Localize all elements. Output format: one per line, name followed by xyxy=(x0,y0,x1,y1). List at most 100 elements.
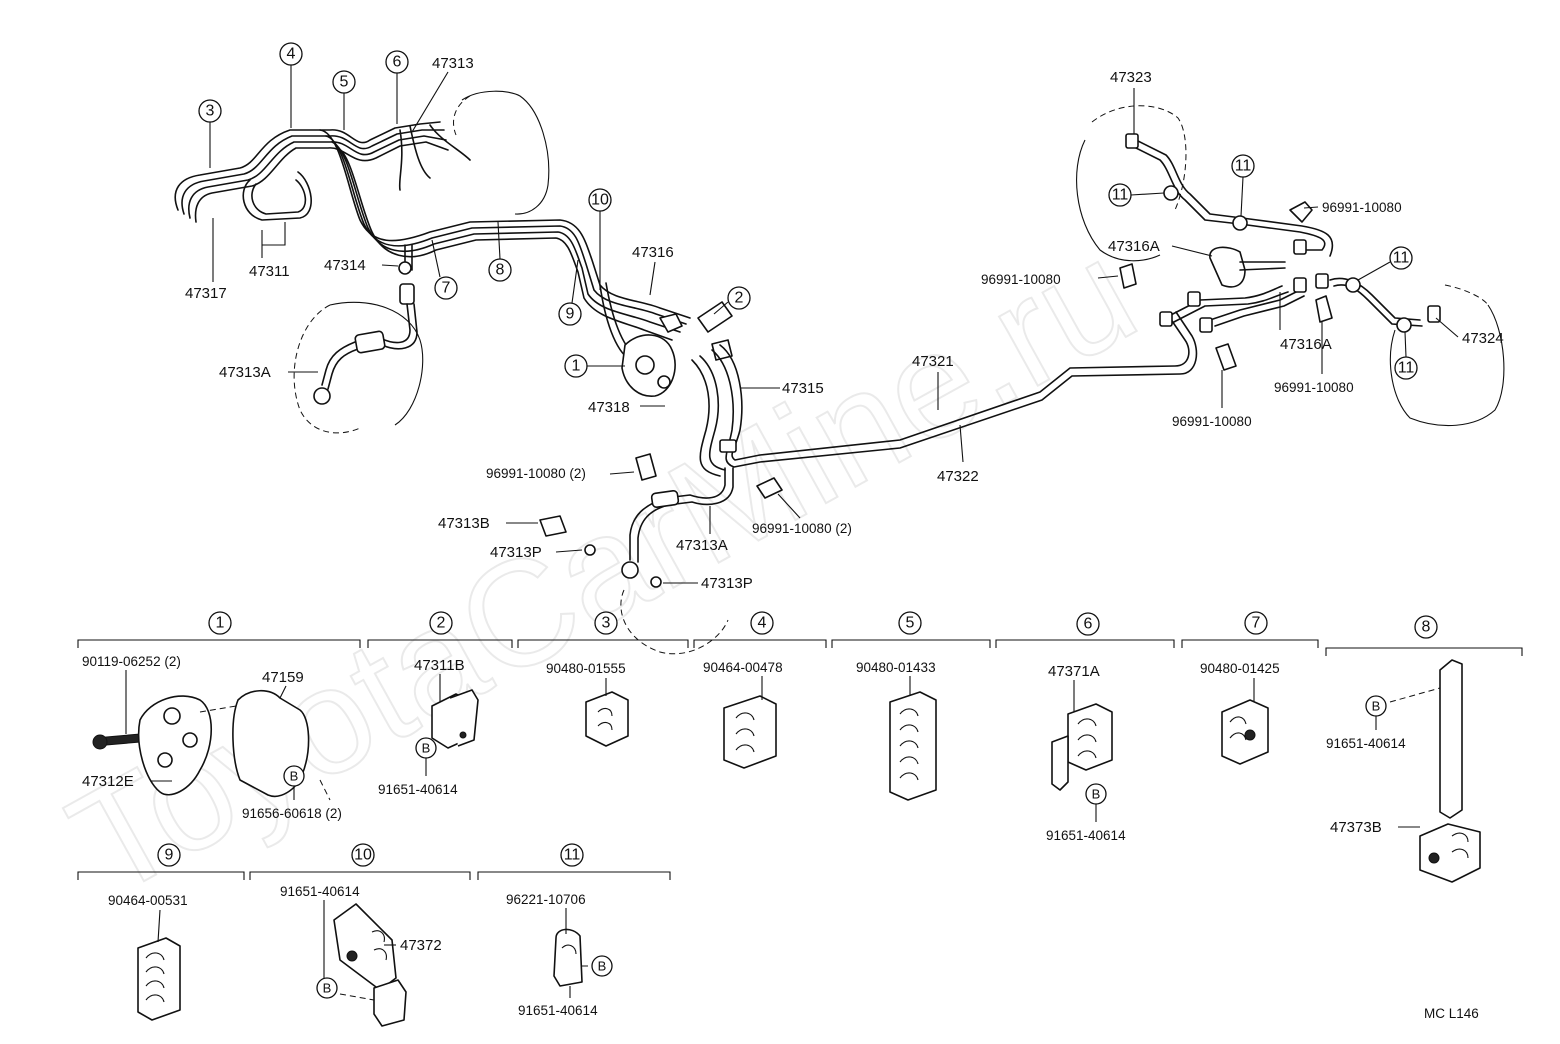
misc-fittings xyxy=(398,261,662,588)
callout-1: 1 xyxy=(564,354,625,378)
callout-11-c: 11 xyxy=(1357,246,1413,281)
svg-text:5: 5 xyxy=(906,615,915,632)
label-47323: 47323 xyxy=(1110,69,1152,86)
detail-6-clamp: 47371A B 91651-40614 xyxy=(1046,663,1126,843)
d6-bolt-marker: B xyxy=(1085,783,1107,805)
label-d5-clamp: 90480-01433 xyxy=(856,660,936,675)
label-47313A-center: 47313A xyxy=(676,537,728,554)
svg-text:B: B xyxy=(323,981,332,996)
svg-text:1: 1 xyxy=(572,358,581,375)
main-callouts: 3 4 5 6 7 8 9 10 2 1 11 11 11 11 xyxy=(198,42,1418,380)
label-clip-mid-right: 96991-10080 xyxy=(1274,380,1354,395)
detail-header-7: 7 xyxy=(1181,611,1319,648)
detail-4-clamp: 90464-00478 xyxy=(703,660,783,769)
center-valve-area xyxy=(599,282,1198,477)
label-47322: 47322 xyxy=(937,468,979,485)
label-d2-b: 91651-40614 xyxy=(378,782,458,797)
svg-text:8: 8 xyxy=(496,262,505,279)
svg-text:B: B xyxy=(290,769,299,784)
detail-9-clamp: 90464-00531 xyxy=(108,893,188,1021)
label-d7-clamp: 90480-01425 xyxy=(1200,661,1280,676)
left-flex-hose xyxy=(313,283,418,405)
callout-8: 8 xyxy=(488,221,512,282)
wheel-outlines xyxy=(293,90,1505,655)
svg-text:7: 7 xyxy=(1252,615,1261,632)
svg-text:B: B xyxy=(1372,699,1381,714)
label-47316A-upper: 47316A xyxy=(1108,238,1160,255)
label-47318: 47318 xyxy=(588,399,630,416)
label-d10-clamp: 47372 xyxy=(400,937,442,954)
detail-header-4: 4 xyxy=(693,611,827,648)
main-part-labels: 47313 47317 47311 47314 47313A 47316 473… xyxy=(185,55,1504,592)
detail-11-clamp: B 96221-10706 91651-40614 xyxy=(506,892,613,1018)
svg-text:4: 4 xyxy=(758,615,767,632)
svg-text:1: 1 xyxy=(216,615,225,632)
label-47316A-lower: 47316A xyxy=(1280,336,1332,353)
label-47321: 47321 xyxy=(912,353,954,370)
detail-header-2: 2 xyxy=(367,611,513,648)
label-d2-clamp: 47311B xyxy=(414,657,465,674)
svg-text:9: 9 xyxy=(165,847,174,864)
detail-header-1: 1 xyxy=(77,611,361,648)
svg-text:11: 11 xyxy=(1235,158,1252,175)
label-d4-clamp: 90464-00478 xyxy=(703,660,783,675)
svg-text:11: 11 xyxy=(1393,250,1410,267)
svg-text:8: 8 xyxy=(1422,619,1431,636)
svg-text:B: B xyxy=(1092,787,1101,802)
label-47317: 47317 xyxy=(185,285,227,302)
svg-text:2: 2 xyxy=(437,615,446,632)
callout-7: 7 xyxy=(431,239,458,300)
label-d1-b: 91656-60618 (2) xyxy=(242,806,342,821)
callout-11-b: 11 xyxy=(1231,154,1255,217)
rear-tube-area xyxy=(635,133,1441,499)
label-47313P-right: 47313P xyxy=(701,575,753,592)
detail-header-9: 9 xyxy=(77,843,245,880)
label-47324: 47324 xyxy=(1462,330,1504,347)
label-d11-b: 91651-40614 xyxy=(518,1003,598,1018)
label-d11-clamp: 96221-10706 xyxy=(506,892,586,907)
center-flex-hose xyxy=(621,467,734,579)
svg-text:9: 9 xyxy=(566,306,575,323)
label-clip-top-right: 96991-10080 xyxy=(1322,200,1402,215)
detail-headers: 1 2 3 4 5 6 7 8 xyxy=(77,611,1523,880)
detail-1-valve-assembly: 90119-06252 (2) 47159 47312E B 91656-606… xyxy=(82,654,342,821)
callout-11-d: 11 xyxy=(1394,331,1418,380)
svg-text:5: 5 xyxy=(340,74,349,91)
label-47313: 47313 xyxy=(432,55,474,72)
label-clip-2-right: 96991-10080 (2) xyxy=(752,521,852,536)
detail-5-clamp: 90480-01433 xyxy=(856,660,937,801)
detail-2-clamp: 47311B B 91651-40614 xyxy=(378,657,479,797)
callout-6: 6 xyxy=(385,50,409,124)
callout-2: 2 xyxy=(713,286,751,315)
label-47313P-left: 47313P xyxy=(490,544,542,561)
diagram-footer-code: MC L146 xyxy=(1424,1006,1479,1021)
svg-text:3: 3 xyxy=(206,103,215,120)
detail-header-6: 6 xyxy=(995,612,1175,648)
label-d1-bracket: 47159 xyxy=(262,669,304,686)
d11-bolt-marker: B xyxy=(591,955,613,977)
svg-text:10: 10 xyxy=(354,847,372,864)
label-d8-bracket: 47373B xyxy=(1330,819,1382,836)
label-clip-mid-left: 96991-10080 xyxy=(981,272,1061,287)
callout-9: 9 xyxy=(558,259,582,326)
label-d1-valve: 47312E xyxy=(82,773,134,790)
svg-text:4: 4 xyxy=(287,46,296,63)
d10-bolt-marker: B xyxy=(316,977,338,999)
detail-7-clamp: 90480-01425 xyxy=(1200,661,1280,765)
label-47314: 47314 xyxy=(324,257,366,274)
svg-text:6: 6 xyxy=(393,54,402,71)
detail-header-3: 3 xyxy=(517,611,689,648)
front-tube-bundle xyxy=(174,121,691,341)
detail-10-clamp: 91651-40614 47372 B xyxy=(280,884,442,1027)
detail-header-10: 10 xyxy=(249,843,471,880)
label-47313B: 47313B xyxy=(438,515,490,532)
callout-5: 5 xyxy=(332,70,356,130)
detail-3-clamp: 90480-01555 xyxy=(546,661,629,747)
svg-text:11: 11 xyxy=(1398,360,1415,377)
label-clip-bottom: 96991-10080 xyxy=(1172,414,1252,429)
label-47316: 47316 xyxy=(632,244,674,261)
svg-text:3: 3 xyxy=(602,615,611,632)
detail-header-5: 5 xyxy=(831,611,991,648)
